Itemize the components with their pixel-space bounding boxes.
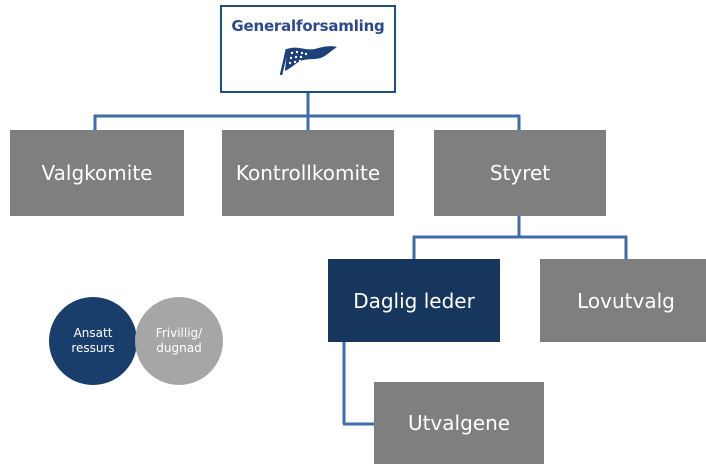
styret-box: Styret bbox=[434, 130, 606, 216]
legend-frivillig-line1: Frivillig/ bbox=[155, 326, 203, 340]
generalforsamling-title: Generalforsamling bbox=[231, 17, 385, 35]
kontrollkomite-label: Kontrollkomite bbox=[235, 161, 381, 185]
lovutvalg-box: Lovutvalg bbox=[540, 259, 706, 342]
valgkomite-label: Valgkomite bbox=[41, 161, 153, 185]
utvalgene-box: Utvalgene bbox=[374, 382, 544, 464]
legend-ansatt-line2: ressurs bbox=[71, 341, 115, 355]
legend-ansatt-circle: Ansatt ressurs bbox=[49, 297, 137, 385]
utvalgene-label: Utvalgene bbox=[407, 411, 511, 435]
kontrollkomite-box: Kontrollkomite bbox=[222, 130, 394, 216]
daglig-leder-box: Daglig leder bbox=[328, 259, 500, 342]
generalforsamling-box: Generalforsamling bbox=[220, 5, 396, 93]
lovutvalg-label: Lovutvalg bbox=[577, 288, 675, 313]
legend-frivillig-circle: Frivillig/ dugnad bbox=[135, 297, 223, 385]
flag-logo-icon bbox=[279, 46, 337, 76]
legend-ansatt-line1: Ansatt bbox=[73, 326, 113, 340]
legend-frivillig-line2: dugnad bbox=[156, 341, 202, 355]
valgkomite-box: Valgkomite bbox=[10, 130, 184, 216]
styret-label: Styret bbox=[489, 161, 551, 185]
daglig-leder-label: Daglig leder bbox=[353, 288, 475, 313]
